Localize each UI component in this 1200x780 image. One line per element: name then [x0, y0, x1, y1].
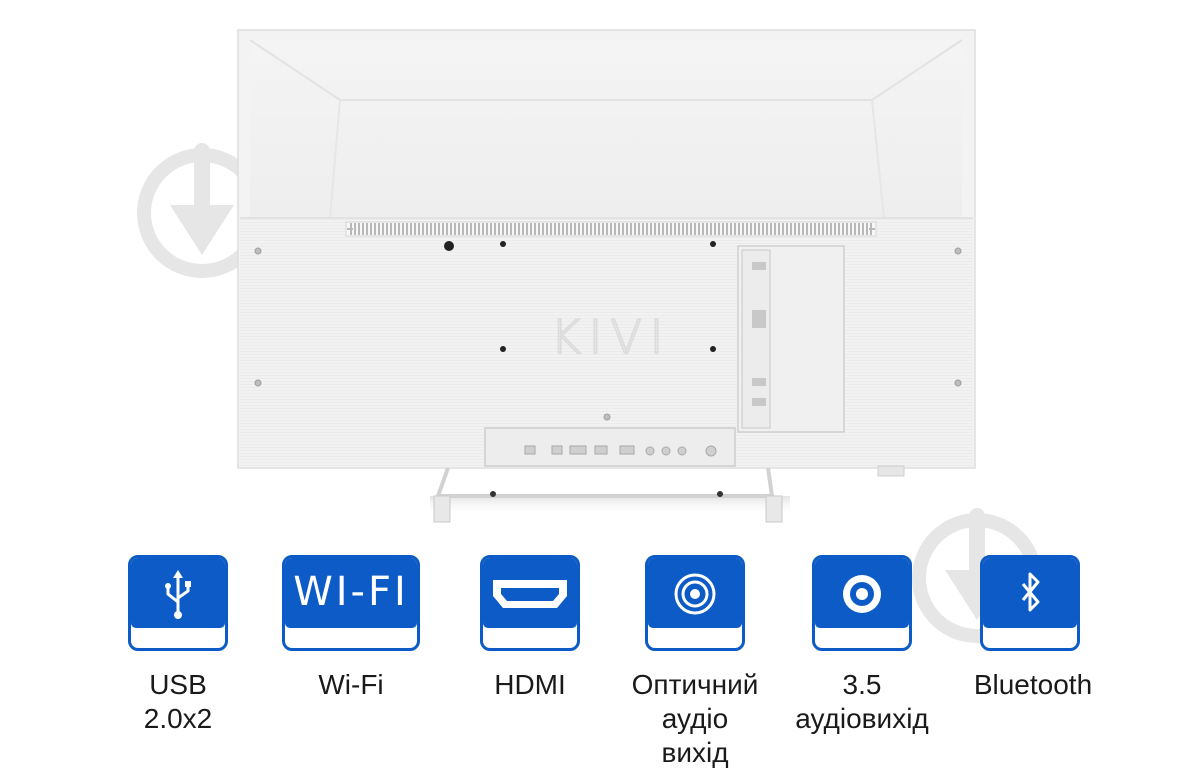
bottom-connector-bay [484, 427, 736, 467]
tv-rear-photo: KIVI [237, 29, 976, 523]
feature-label: Wi-Fi [318, 669, 384, 700]
hdmi-icon [493, 580, 567, 608]
audio-jack-badge [812, 555, 912, 651]
usb-icon [165, 570, 191, 619]
wifi-badge: WI-FI [282, 555, 420, 651]
feature-label: USB 2.0x2 [143, 669, 213, 734]
usb-badge [128, 555, 228, 651]
wifi-icon: WI-FI [293, 569, 409, 615]
audio-jack-icon [843, 575, 881, 613]
feature-label: 3.5 аудіовихід [795, 669, 929, 734]
tv-lower-panel [240, 218, 973, 466]
tv-brand-logo: KIVI [551, 310, 672, 364]
tv-upper-panel [250, 40, 962, 218]
bluetooth-badge [980, 555, 1080, 651]
optical-audio-badge [645, 555, 745, 651]
feature-label: Оптичний аудіо вихід [631, 669, 759, 768]
optical-audio-icon [674, 573, 716, 615]
tv-stand [430, 467, 790, 523]
bluetooth-icon [1021, 572, 1040, 612]
hdmi-badge [480, 555, 580, 651]
feature-label: HDMI [494, 669, 566, 700]
feature-label: Bluetooth [973, 669, 1093, 700]
